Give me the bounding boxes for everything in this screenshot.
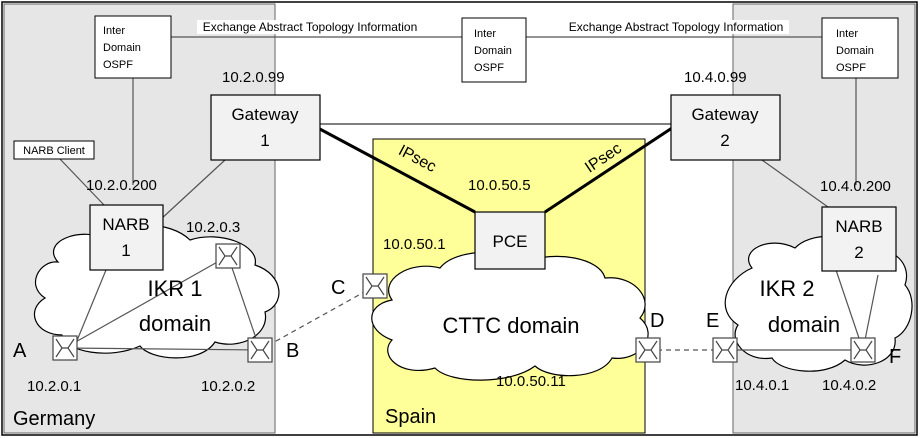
region-spain-label: Spain <box>385 406 436 428</box>
pce: PCE <box>474 211 546 270</box>
ospf-right-line1: Inter <box>836 28 858 40</box>
node-a-letter: A <box>13 340 27 362</box>
gateway-1-ip: 10.2.0.99 <box>222 69 285 86</box>
ipsec-tunnel-right <box>544 126 673 214</box>
ospf-mid-line3: OSPF <box>474 62 504 74</box>
exchange-label-bg-right <box>563 20 789 34</box>
ospf-right-line3: OSPF <box>836 62 866 74</box>
narb-1-ip: 10.2.0.200 <box>86 177 157 194</box>
switch-icon-a <box>52 335 78 361</box>
node-e-letter: E <box>706 310 719 332</box>
gateway-2-ip: 10.4.0.99 <box>684 69 747 86</box>
gateway-1-line1: Gateway <box>231 105 299 124</box>
node-a-ip: 10.2.0.1 <box>27 378 81 395</box>
link-b-c <box>259 285 376 351</box>
link-narb2-f <box>835 269 864 351</box>
ospf-left-line3: OSPF <box>103 59 133 71</box>
narb-2-line2: 2 <box>854 243 863 262</box>
node-f-letter: F <box>889 346 901 368</box>
link-a-top <box>64 255 229 349</box>
narb-1-line1: NARB <box>102 215 149 234</box>
gateway-1-line2: 1 <box>260 131 269 150</box>
region-germany-label: Germany <box>13 408 95 430</box>
node-c-ip: 10.0.50.1 <box>383 236 446 253</box>
switch-icon-f <box>850 337 876 363</box>
inter-domain-ospf-left: Inter Domain OSPF <box>94 15 172 79</box>
narb-2-line1: NARB <box>835 217 882 236</box>
ikr1-domain-line1: IKR 1 <box>147 276 202 301</box>
ipsec-tunnel-left <box>317 126 476 214</box>
switch-icon-c <box>362 273 388 299</box>
gateway-2-line2: 2 <box>720 131 729 150</box>
node-b-ip: 10.2.0.2 <box>201 378 255 395</box>
ospf-right-line2: Domain <box>836 45 874 57</box>
cttc-domain-label: CTTC domain <box>443 313 580 338</box>
exchange-label-bg-left <box>197 20 423 34</box>
link-a-b <box>64 347 261 351</box>
ikr2-domain-line1: IKR 2 <box>759 276 814 301</box>
ospf-left-line2: Domain <box>103 42 141 54</box>
narb-1: NARB 1 <box>89 204 164 271</box>
link-a-narb1 <box>75 269 107 344</box>
node-d-letter: D <box>650 310 664 332</box>
narb-client-box: NARB Client <box>13 140 95 160</box>
pce-ip: 10.0.50.5 <box>468 177 531 194</box>
narb-2-ip: 10.4.0.200 <box>820 178 891 195</box>
gateway-2-line1: Gateway <box>691 105 759 124</box>
narb-client-label: NARB Client <box>23 145 85 157</box>
switch-top-ip: 10.2.0.3 <box>186 219 240 236</box>
node-b-letter: B <box>286 340 299 362</box>
link-top-b <box>227 255 261 351</box>
link-gw2-narb2 <box>761 159 829 208</box>
gateway-2: Gateway 2 <box>670 94 781 161</box>
ospf-mid-line2: Domain <box>474 45 512 57</box>
inter-domain-ospf-right: Inter Domain OSPF <box>821 17 899 79</box>
gateway-1: Gateway 1 <box>210 94 321 161</box>
link-gw1-narb1 <box>159 159 226 221</box>
ikr1-domain-line2: domain <box>139 311 211 336</box>
exchange-label-left: Exchange Abstract Topology Information <box>203 20 418 34</box>
switch-icon-top <box>215 243 241 269</box>
pce-label: PCE <box>493 232 528 251</box>
exchange-label-right: Exchange Abstract Topology Information <box>569 20 784 34</box>
switch-icon-d <box>635 337 661 363</box>
ikr2-domain-line2: domain <box>768 312 840 337</box>
ospf-mid-line1: Inter <box>474 28 496 40</box>
narb-1-line2: 1 <box>121 241 130 260</box>
switch-icon-e <box>712 337 738 363</box>
node-e-ip: 10.4.0.1 <box>735 377 789 394</box>
link-narbclient-narb1 <box>59 158 105 206</box>
switch-icon-b <box>247 337 273 363</box>
narb-2: NARB 2 <box>821 206 897 272</box>
inter-domain-ospf-mid: Inter Domain OSPF <box>461 17 527 83</box>
node-c-letter: C <box>331 277 345 299</box>
node-f-ip: 10.4.0.2 <box>822 377 876 394</box>
node-d-ip: 10.0.50.11 <box>496 373 566 390</box>
ospf-left-line1: Inter <box>103 25 125 37</box>
